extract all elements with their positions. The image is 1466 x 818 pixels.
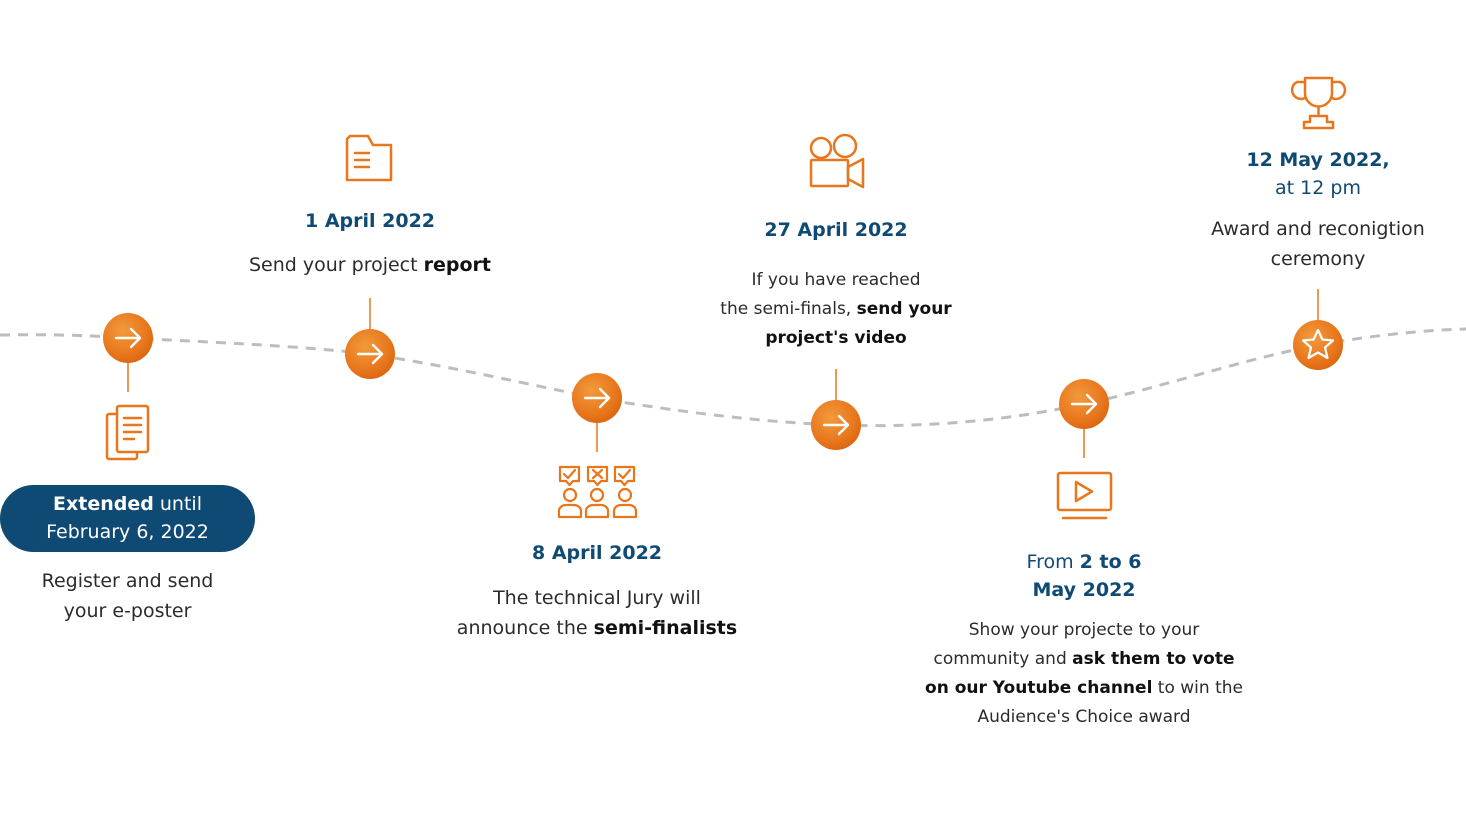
step-marker-5 bbox=[1059, 379, 1109, 429]
step-6-date: 12 May 2022, bbox=[1246, 149, 1390, 171]
step-marker-3 bbox=[572, 373, 622, 423]
step-4-description: If you have reached the semi-finals, sen… bbox=[696, 266, 976, 353]
step-2-description: Send your project report bbox=[230, 250, 510, 280]
step-5-text: From 2 to 6 May 2022 Show your projecte … bbox=[920, 548, 1248, 732]
step-4-text: 27 April 2022 If you have reached the se… bbox=[696, 216, 976, 353]
pill-bold-text: Extended bbox=[53, 493, 154, 515]
step-3-date: 8 April 2022 bbox=[531, 542, 663, 564]
step-4-desc-bold-2: project's video bbox=[765, 328, 907, 348]
step-5-desc-line4: Audience's Choice award bbox=[977, 707, 1191, 727]
star-icon bbox=[1301, 328, 1335, 360]
step-2-date: 1 April 2022 bbox=[304, 210, 436, 232]
step-5-date-month: May 2022 bbox=[1032, 579, 1136, 601]
step-marker-6 bbox=[1293, 320, 1343, 370]
timeline-dashed-path bbox=[0, 327, 1466, 428]
step-2-text: 1 April 2022 Send your project report bbox=[230, 207, 510, 280]
arrow-right-icon bbox=[1070, 393, 1098, 415]
step-2-desc-text: Send your project bbox=[248, 254, 424, 276]
documents-icon bbox=[105, 404, 150, 461]
step-5-desc-line1: Show your projecte to your bbox=[968, 620, 1200, 640]
step-4-desc-bold-1: send your bbox=[856, 299, 952, 319]
step-1-desc-line2: your e-poster bbox=[63, 600, 192, 622]
step-3-desc-line2: announce the bbox=[456, 617, 594, 639]
step-5-description: Show your projecte to your community and… bbox=[920, 616, 1248, 732]
step-5-desc-bold-1: ask them to vote bbox=[1072, 649, 1235, 669]
folder-document-icon bbox=[345, 134, 393, 182]
video-play-icon bbox=[1056, 471, 1113, 520]
step-5-date-range: 2 to 6 bbox=[1079, 551, 1142, 573]
step-3-desc-line1: The technical Jury will bbox=[493, 587, 701, 609]
step-6-text: 12 May 2022, at 12 pm Award and reconigt… bbox=[1178, 146, 1458, 274]
step-2-desc-bold: report bbox=[423, 254, 491, 276]
step-4-date: 27 April 2022 bbox=[764, 219, 908, 241]
step-6-desc-line2: ceremony bbox=[1270, 248, 1366, 270]
pill-date: February 6, 2022 bbox=[46, 521, 209, 543]
step-marker-4 bbox=[811, 400, 861, 450]
step-marker-1 bbox=[103, 313, 153, 363]
arrow-right-icon bbox=[356, 343, 384, 365]
step-6-description: Award and reconigtion ceremony bbox=[1178, 214, 1458, 274]
step-1-description: Register and send your e-poster bbox=[0, 566, 255, 626]
pill-text: until bbox=[153, 493, 202, 515]
step-5-desc-line3: to win the bbox=[1152, 678, 1243, 698]
arrow-right-icon bbox=[822, 414, 850, 436]
step-3-desc-bold: semi-finalists bbox=[593, 617, 738, 639]
step-5-desc-bold-2: on our Youtube channel bbox=[925, 678, 1153, 698]
step-5-desc-line2: community and bbox=[933, 649, 1073, 669]
step-4-desc-line2: the semi-finals, bbox=[720, 299, 857, 319]
step-3-text: 8 April 2022 The technical Jury will ann… bbox=[440, 539, 754, 643]
trophy-icon bbox=[1290, 76, 1347, 130]
step-3-description: The technical Jury will announce the sem… bbox=[440, 583, 754, 643]
step-6-desc-line1: Award and reconigtion bbox=[1211, 218, 1425, 240]
step-marker-2 bbox=[345, 329, 395, 379]
arrow-right-icon bbox=[583, 387, 611, 409]
arrow-right-icon bbox=[114, 327, 142, 349]
jury-vote-icon bbox=[557, 465, 638, 519]
step-5-date-prefix: From bbox=[1026, 551, 1080, 573]
step-5-date: From 2 to 6 May 2022 bbox=[920, 548, 1248, 604]
step-1-desc-line1: Register and send bbox=[41, 570, 214, 592]
step-4-desc-line1: If you have reached bbox=[751, 270, 921, 290]
extended-deadline-badge: Extended until February 6, 2022 bbox=[0, 485, 255, 552]
step-6-time: at 12 pm bbox=[1275, 177, 1361, 199]
video-camera-icon bbox=[809, 133, 865, 189]
